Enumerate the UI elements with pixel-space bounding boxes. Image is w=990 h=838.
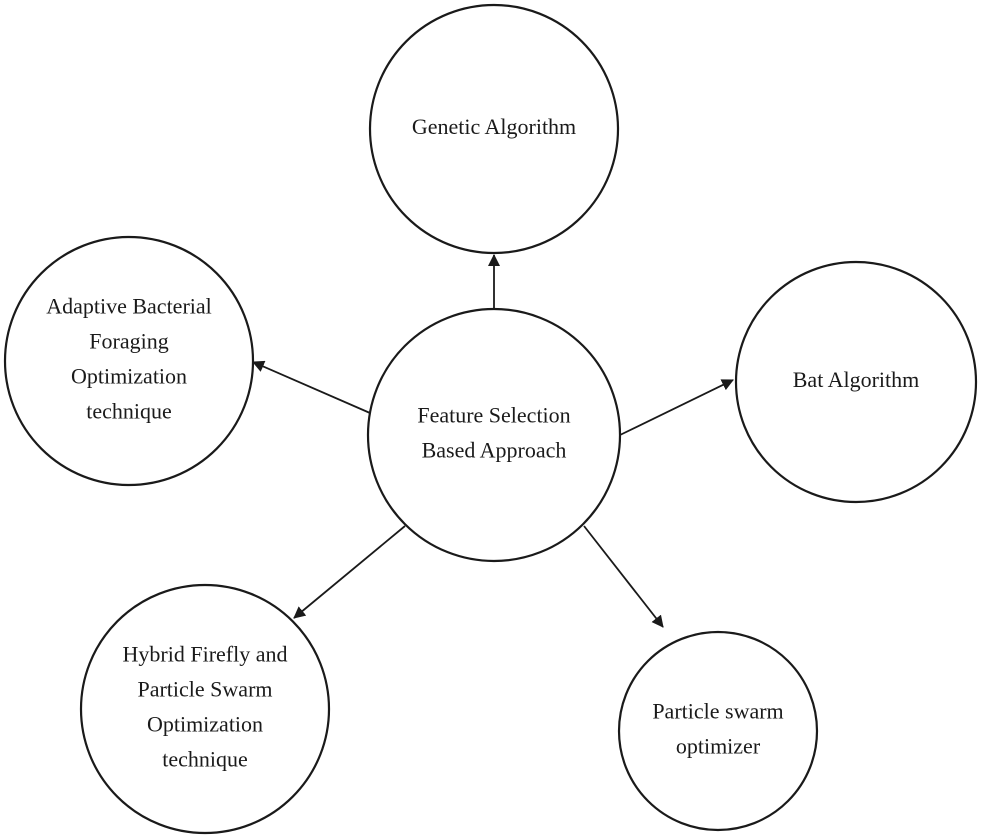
node-label-bacterial: Optimization [71, 364, 187, 389]
node-label-pso: optimizer [676, 734, 761, 759]
node-label-hybrid: Particle Swarm [137, 677, 272, 702]
node-label-genetic: Genetic Algorithm [412, 114, 576, 139]
node-label-bacterial: Adaptive Bacterial [46, 294, 212, 319]
arrow-center-to-pso [583, 525, 664, 628]
node-label-center: Based Approach [422, 438, 567, 463]
node-label-bat: Bat Algorithm [793, 367, 920, 392]
node-label-bacterial: technique [86, 399, 172, 424]
node-pso: Particle swarm optimizer [617, 630, 819, 832]
node-circle-pso [617, 630, 819, 832]
node-circle-bat [734, 260, 978, 504]
node-label-pso: Particle swarm [652, 699, 783, 724]
node-label-bacterial: Foraging [89, 329, 168, 354]
node-label-center: Feature Selection [417, 403, 570, 428]
node-genetic: Genetic Algorithm [368, 3, 620, 255]
node-label-hybrid: technique [162, 747, 248, 772]
node-circle-center [366, 307, 622, 563]
node-circle-hybrid [79, 583, 331, 835]
arrow-center-to-bacterial [252, 360, 371, 414]
arrow-center-to-hybrid [293, 525, 406, 619]
node-label-hybrid: Optimization [147, 712, 263, 737]
node-label-hybrid: Hybrid Firefly and [123, 642, 288, 667]
node-circle-genetic [368, 3, 620, 255]
node-bat: Bat Algorithm [734, 260, 978, 504]
arrow-center-to-bat [619, 379, 734, 436]
node-circle-bacterial [3, 235, 255, 487]
edges-layer [252, 254, 734, 628]
